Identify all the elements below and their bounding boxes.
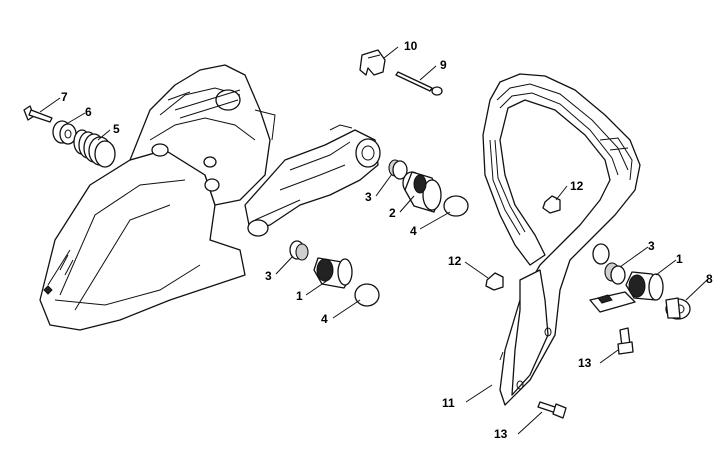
- buffer-set-upper: [388, 159, 469, 217]
- callout-4-upper: 4: [410, 224, 417, 238]
- screw-13-upper: [617, 327, 634, 355]
- callout-12-lower: 12: [448, 254, 462, 268]
- callout-4-lower: 4: [321, 312, 328, 326]
- callout-labels: 7 6 5 10 9 3 2 4 3 1 4 12 12 3 1 8 13 11…: [61, 39, 713, 441]
- buffer-set-right: [604, 262, 691, 320]
- plug-12-upper: [542, 195, 561, 214]
- callout-3-lower: 3: [265, 269, 272, 283]
- callout-10: 10: [404, 39, 418, 53]
- pin-9: [395, 71, 443, 96]
- callout-7: 7: [61, 90, 68, 104]
- buffer-set-lower: [289, 240, 380, 307]
- callout-3-upper: 3: [365, 190, 372, 204]
- callout-8: 8: [706, 272, 713, 286]
- callout-11: 11: [442, 396, 455, 410]
- callout-5: 5: [113, 122, 120, 136]
- handlebar-11: [482, 73, 641, 406]
- engine-housing: [39, 64, 381, 331]
- screw-7: [23, 105, 53, 123]
- callout-13-lower: 13: [494, 427, 508, 441]
- callout-12-upper: 12: [570, 179, 584, 193]
- callout-2: 2: [389, 206, 396, 220]
- callout-6: 6: [85, 105, 92, 119]
- screw-13-lower: [537, 401, 567, 419]
- washer-6: [52, 120, 77, 145]
- callout-1-lower: 1: [296, 289, 303, 303]
- callout-9: 9: [440, 58, 447, 72]
- callout-1-right: 1: [676, 252, 683, 266]
- callout-13-upper: 13: [578, 356, 592, 370]
- clip-10: [359, 49, 386, 76]
- spring-5: [73, 129, 116, 168]
- plug-12-lower: [485, 272, 504, 291]
- callout-3-right: 3: [648, 239, 655, 253]
- leader-lines: [39, 46, 708, 435]
